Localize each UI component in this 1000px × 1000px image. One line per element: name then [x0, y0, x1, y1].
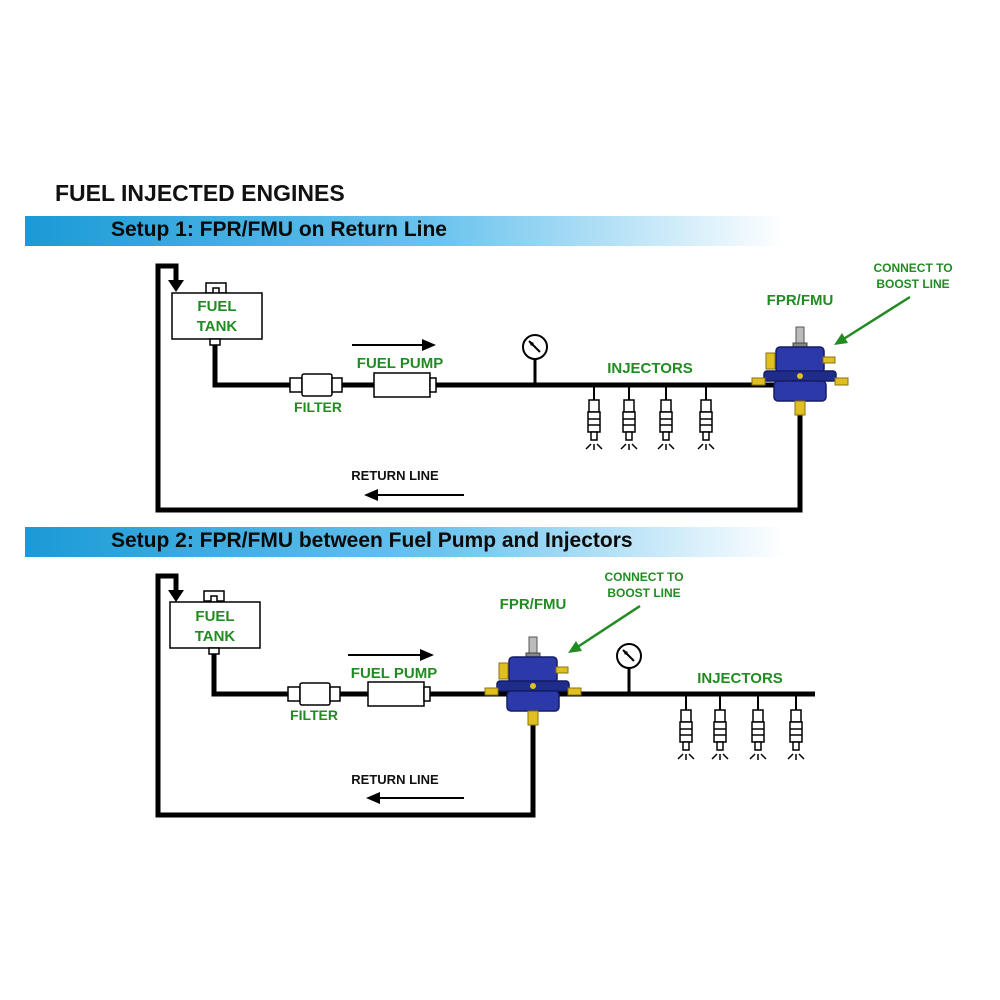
fuel-injector-icon	[657, 399, 675, 451]
boost-line-arrow-icon	[568, 641, 582, 653]
supply-line-pipe	[211, 648, 815, 697]
filter-label: FILTER	[290, 707, 338, 723]
return-line-label: RETURN LINE	[351, 772, 439, 787]
fuel-pressure-regulator-icon	[751, 326, 849, 416]
fuel-pump-label: FUEL PUMP	[357, 355, 443, 372]
fpr-fmu-label: FPR/FMU	[767, 292, 834, 309]
fuel-injector-icon	[787, 709, 805, 761]
fuel-pressure-regulator-icon	[484, 636, 582, 726]
fuel-pump	[373, 372, 431, 398]
setup-1-heading: Setup 1: FPR/FMU on Return Line	[111, 218, 447, 241]
setup-1-banner: Setup 1: FPR/FMU on Return Line	[25, 216, 785, 246]
fuel-tank-label-line2: TANK	[195, 628, 236, 645]
pressure-gauge-icon	[615, 642, 643, 696]
fuel-filter	[299, 682, 331, 706]
pressure-gauge-icon	[521, 333, 549, 387]
fuel-injector-icon	[620, 399, 638, 451]
fuel-injector-icon	[711, 709, 729, 761]
fuel-injector-icon	[697, 399, 715, 451]
flow-arrow-icon	[422, 339, 436, 351]
fuel-pump	[367, 681, 425, 707]
setup-1-diagram: FUEL TANK FILTER FUEL PUMP INJECTORS FPR…	[155, 261, 953, 513]
boost-line-label: BOOST LINE	[607, 586, 680, 600]
flow-arrow-icon	[420, 649, 434, 661]
fpr-fmu-label: FPR/FMU	[500, 596, 567, 613]
connect-to-label: CONNECT TO	[873, 261, 952, 275]
flow-arrow-icon	[364, 489, 378, 501]
page-title: FUEL INJECTED ENGINES	[55, 180, 345, 206]
flow-arrow-icon	[168, 590, 184, 602]
boost-line-arrow-icon	[834, 333, 848, 345]
fuel-injector-icon	[677, 709, 695, 761]
setup-2-banner: Setup 2: FPR/FMU between Fuel Pump and I…	[25, 527, 785, 557]
flow-arrow-icon	[366, 792, 380, 804]
injectors-label: INJECTORS	[697, 670, 783, 687]
fuel-tank-label-line2: TANK	[197, 318, 238, 335]
fuel-tank-label-line1: FUEL	[195, 608, 234, 625]
return-line-label: RETURN LINE	[351, 468, 439, 483]
return-line-pipe	[155, 573, 536, 818]
connect-to-label: CONNECT TO	[604, 570, 683, 584]
setup-2-diagram: FUEL TANK FILTER FUEL PUMP FPR/FMU CONNE…	[155, 570, 815, 818]
fuel-pump-label: FUEL PUMP	[351, 665, 437, 682]
fuel-filter	[301, 373, 333, 397]
fuel-tank-label-line1: FUEL	[197, 298, 236, 315]
flow-arrow-icon	[168, 280, 184, 292]
filter-label: FILTER	[294, 399, 342, 415]
return-line-pipe	[155, 263, 803, 513]
setup-2-heading: Setup 2: FPR/FMU between Fuel Pump and I…	[111, 529, 633, 552]
boost-line-label: BOOST LINE	[876, 277, 949, 291]
fuel-injector-icon	[585, 399, 603, 451]
supply-line-pipe	[212, 340, 800, 388]
injectors-label: INJECTORS	[607, 360, 693, 377]
fuel-injector-icon	[749, 709, 767, 761]
